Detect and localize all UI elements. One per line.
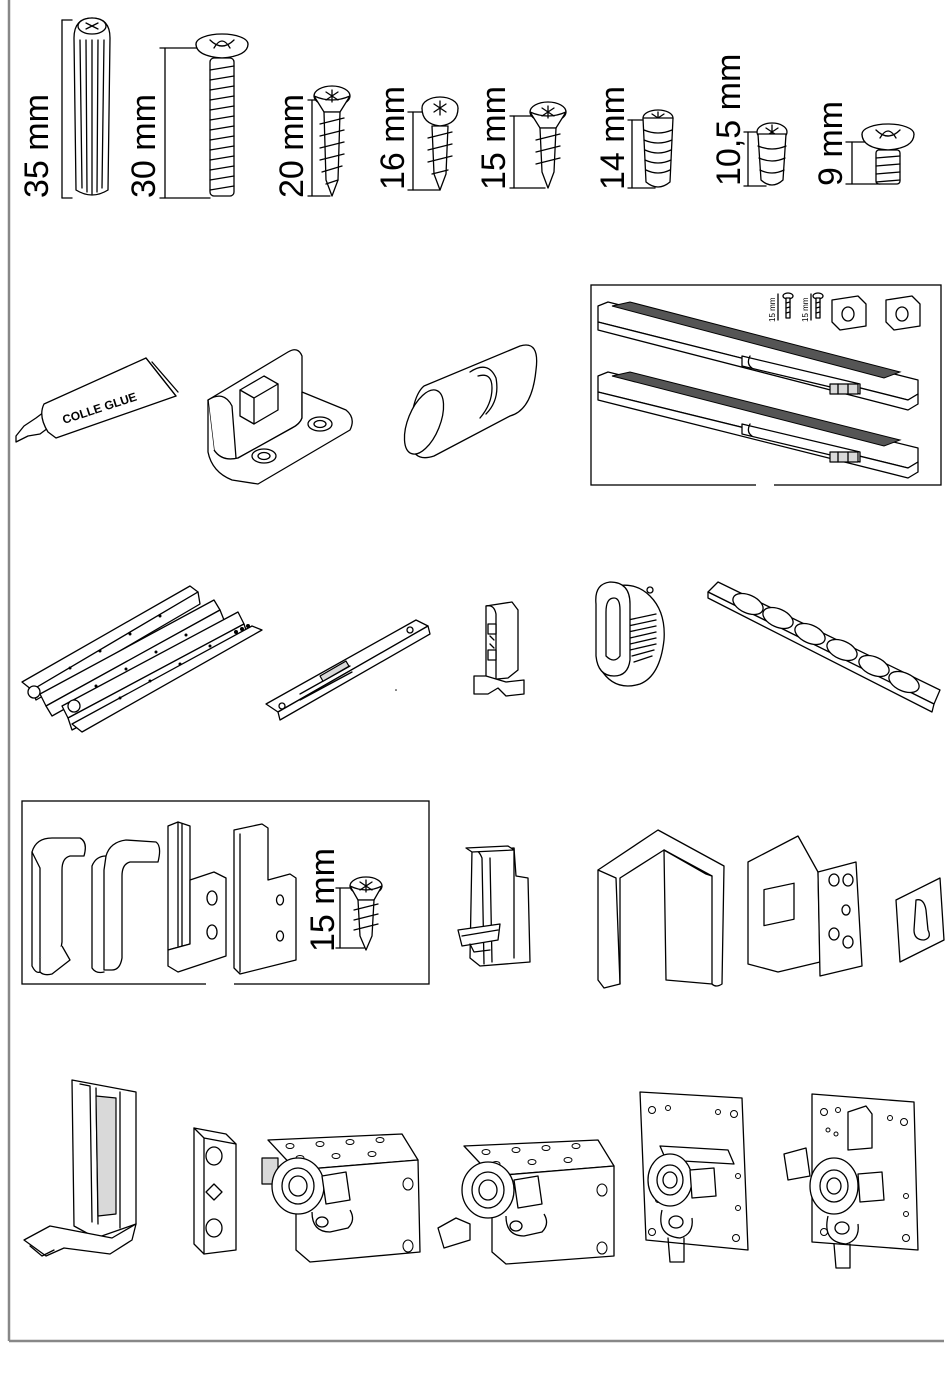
soft-close-damper	[266, 620, 430, 720]
bolt-9mm: 9 mm	[812, 101, 914, 186]
keyhole-hanger-plate	[896, 878, 944, 962]
oval-knob	[396, 345, 536, 460]
clip-holder	[474, 602, 524, 696]
wardrobe-hook	[596, 582, 664, 686]
size-label-16mm: 16 mm	[374, 86, 412, 190]
angle-bracket-with-stop	[208, 350, 352, 484]
size-label-35mm: 35 mm	[18, 94, 56, 198]
angle-profile	[598, 830, 724, 988]
roller-mounting-plate-2	[784, 1094, 918, 1268]
euro-screw-10-5mm: 10,5 mm	[710, 54, 787, 186]
glue-tube: COLLE GLUE	[16, 358, 178, 442]
bracket-screw-size-label: 15 mm	[304, 848, 342, 952]
size-label-30mm: 30 mm	[125, 94, 163, 198]
size-label-15mm: 15 mm	[475, 86, 513, 190]
wood-dowel-35mm: 35 mm	[18, 18, 110, 198]
size-label-9mm: 9 mm	[812, 101, 850, 186]
euro-screw-14mm: 14 mm	[594, 86, 673, 190]
roller-mounting-plate-1	[640, 1092, 748, 1262]
roller-carriage-2	[438, 1140, 614, 1264]
roller-carriage-1	[262, 1134, 420, 1262]
channel-bracket	[458, 846, 530, 966]
bolt-30mm: 30 mm	[125, 34, 248, 198]
small-fixing-plate	[194, 1128, 236, 1254]
shelf-bracket-box: 15 mm	[22, 801, 429, 988]
drawer-rails-box: 15 mm 15 mm	[591, 285, 941, 488]
wood-screw-20mm: 20 mm	[273, 86, 350, 198]
size-label-10-5mm: 10,5 mm	[710, 54, 748, 186]
rail-screw-label-a: 15 mm	[768, 297, 777, 322]
angle-plate	[748, 836, 862, 976]
size-label-14mm: 14 mm	[594, 86, 632, 190]
wood-screw-16mm: 16 mm	[374, 86, 458, 190]
telescopic-drawer-slides	[22, 586, 262, 732]
size-label-20mm: 20 mm	[273, 94, 311, 198]
felt-pad-strip	[708, 582, 940, 712]
door-guide-clip	[24, 1080, 136, 1256]
rail-screw-label-b: 15 mm	[801, 297, 810, 322]
wood-screw-15mm: 15 mm	[475, 86, 566, 190]
